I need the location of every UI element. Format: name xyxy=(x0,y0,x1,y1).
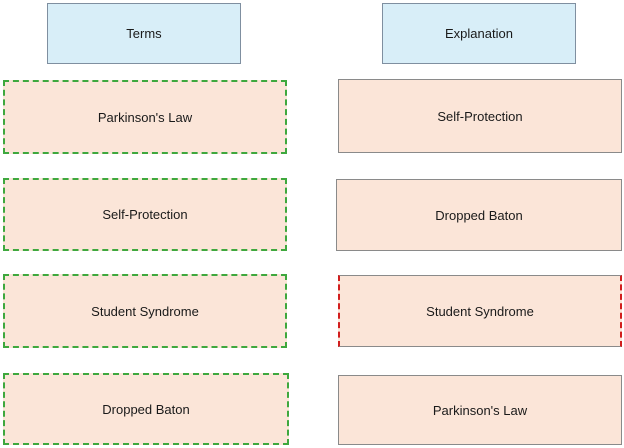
term-student-syndrome[interactable]: Student Syndrome xyxy=(3,274,287,348)
term-parkinsons-law[interactable]: Parkinson's Law xyxy=(3,80,287,154)
explanation-header: Explanation xyxy=(382,3,576,64)
terms-header: Terms xyxy=(47,3,241,64)
explanation-slot-self-protection[interactable]: Self-Protection xyxy=(338,79,622,153)
term-dropped-baton[interactable]: Dropped Baton xyxy=(3,373,289,445)
explanation-slot-dropped-baton[interactable]: Dropped Baton xyxy=(336,179,622,251)
explanation-slot-parkinsons-law[interactable]: Parkinson's Law xyxy=(338,375,622,445)
explanation-slot-student-syndrome[interactable]: Student Syndrome xyxy=(338,275,622,347)
term-self-protection[interactable]: Self-Protection xyxy=(3,178,287,251)
